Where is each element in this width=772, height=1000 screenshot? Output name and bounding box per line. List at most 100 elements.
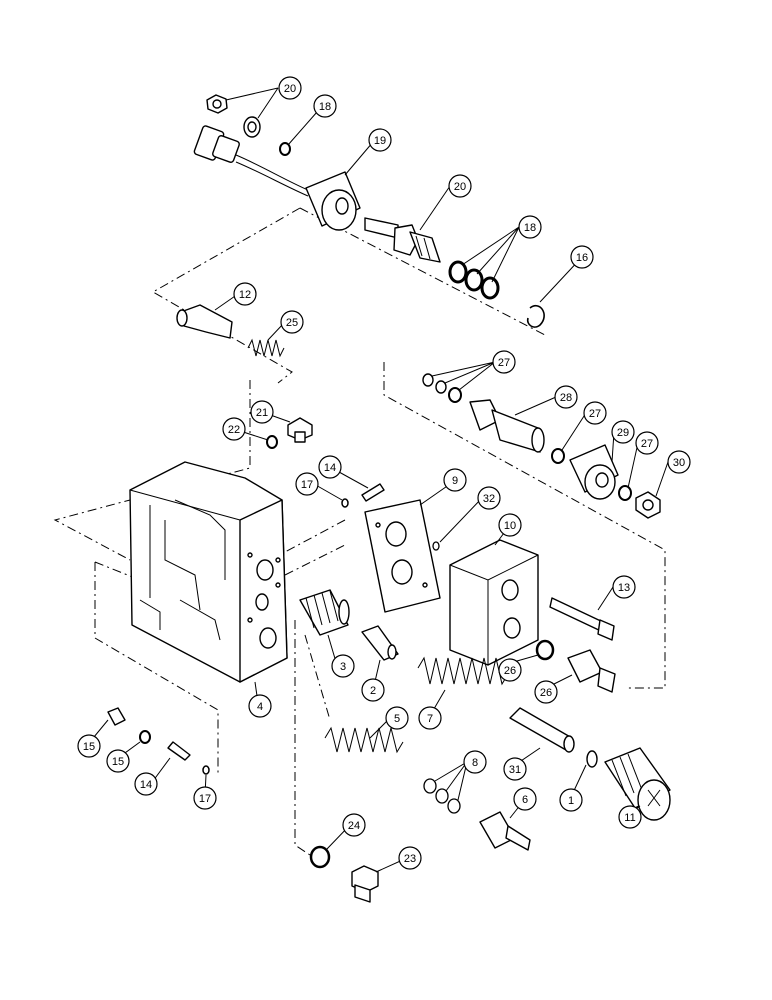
callout-20: 20 xyxy=(448,174,472,198)
spring-25 xyxy=(247,338,285,358)
callout-number: 20 xyxy=(454,181,466,193)
valve-housing-4 xyxy=(129,461,288,683)
callout-number: 5 xyxy=(394,713,400,725)
callout-number: 7 xyxy=(427,713,433,725)
callout-number: 16 xyxy=(576,252,588,264)
o-ring-18-a xyxy=(448,260,468,284)
callout-circle xyxy=(295,472,319,496)
callout-circle xyxy=(134,772,158,796)
callout-circle xyxy=(554,385,578,409)
nut-20 xyxy=(206,94,228,114)
callout-number: 12 xyxy=(239,289,251,301)
callout-circle xyxy=(570,245,594,269)
o-ring-17-lower xyxy=(202,765,210,775)
callout-circle xyxy=(250,400,274,424)
valve-block-10 xyxy=(449,539,539,666)
valve-28 xyxy=(469,399,545,453)
plug-11 xyxy=(604,747,671,821)
callout-circle xyxy=(318,455,342,479)
ring-8-c xyxy=(447,798,461,814)
callout-circle xyxy=(477,486,501,510)
callout-28: 28 xyxy=(554,385,578,409)
callout-number: 8 xyxy=(472,757,478,769)
callout-number: 14 xyxy=(140,779,152,791)
callout-number: 24 xyxy=(348,820,360,832)
housing-boundary xyxy=(53,380,251,561)
o-ring-27-c xyxy=(448,387,462,403)
callout-circle xyxy=(559,788,583,812)
callout-number: 31 xyxy=(509,764,521,776)
coil-29 xyxy=(569,444,619,500)
callout-circle xyxy=(443,468,467,492)
callout-number: 13 xyxy=(618,582,630,594)
callout-number: 2 xyxy=(370,685,376,697)
callout-14: 14 xyxy=(318,455,342,479)
callout-number: 29 xyxy=(617,427,629,439)
o-ring-18-top xyxy=(279,142,291,156)
callout-circle xyxy=(222,417,246,441)
callout-circle xyxy=(418,706,442,730)
callout-26: 26 xyxy=(534,680,558,704)
bolt-13 xyxy=(549,597,615,641)
callout-number: 6 xyxy=(522,794,528,806)
callout-number: 19 xyxy=(374,135,386,147)
ring-8-a xyxy=(423,778,437,794)
callout-circle xyxy=(583,401,607,425)
bore-line-lower xyxy=(294,620,311,856)
callout-9: 9 xyxy=(443,468,467,492)
callout-17: 17 xyxy=(193,786,217,810)
callout-29: 29 xyxy=(611,420,635,444)
o-ring-27-e xyxy=(618,485,632,501)
callout-circle xyxy=(612,575,636,599)
callout-5: 5 xyxy=(385,706,409,730)
callout-number: 15 xyxy=(83,741,95,753)
connector-wire xyxy=(193,125,309,197)
callout-circle xyxy=(278,76,302,100)
callout-circle xyxy=(463,750,487,774)
callout-number: 11 xyxy=(624,812,635,824)
callout-19: 19 xyxy=(368,128,392,152)
callout-number: 21 xyxy=(256,407,268,419)
callout-number: 17 xyxy=(301,479,313,491)
spool-2 xyxy=(361,625,399,661)
callout-circle xyxy=(368,128,392,152)
callout-number: 18 xyxy=(524,222,536,234)
callout-circle xyxy=(77,734,101,758)
callout-number: 25 xyxy=(286,317,298,329)
callout-10: 10 xyxy=(498,513,522,537)
callout-18: 18 xyxy=(518,215,542,239)
callout-circle xyxy=(635,431,659,455)
valve-12 xyxy=(176,304,233,339)
callout-number: 4 xyxy=(257,701,263,713)
callout-26: 26 xyxy=(498,658,522,682)
callout-number: 10 xyxy=(504,520,516,532)
callout-1: 1 xyxy=(559,788,583,812)
nut-30 xyxy=(635,491,661,519)
callout-circle xyxy=(361,678,385,702)
callout-16: 16 xyxy=(570,245,594,269)
callout-8: 8 xyxy=(463,750,487,774)
callout-circle xyxy=(398,846,422,870)
callout-number: 26 xyxy=(504,665,516,677)
callout-number: 23 xyxy=(404,853,416,865)
callout-circle xyxy=(193,786,217,810)
o-ring-27-d xyxy=(551,448,565,464)
callout-circle xyxy=(492,350,516,374)
callout-circle xyxy=(331,654,355,678)
callout-number: 22 xyxy=(228,424,240,436)
spring-7 xyxy=(417,656,509,686)
pin-31 xyxy=(509,707,575,753)
callout-number: 14 xyxy=(324,462,336,474)
callout-circle xyxy=(342,813,366,837)
spring-5 xyxy=(324,726,404,754)
o-ring-15 xyxy=(139,730,151,744)
callout-circle xyxy=(280,310,304,334)
callout-circle xyxy=(611,420,635,444)
callout-circle xyxy=(618,805,642,829)
o-ring-32 xyxy=(432,541,440,551)
callout-number: 15 xyxy=(112,756,124,768)
callout-2: 2 xyxy=(361,678,385,702)
callout-number: 20 xyxy=(284,83,296,95)
